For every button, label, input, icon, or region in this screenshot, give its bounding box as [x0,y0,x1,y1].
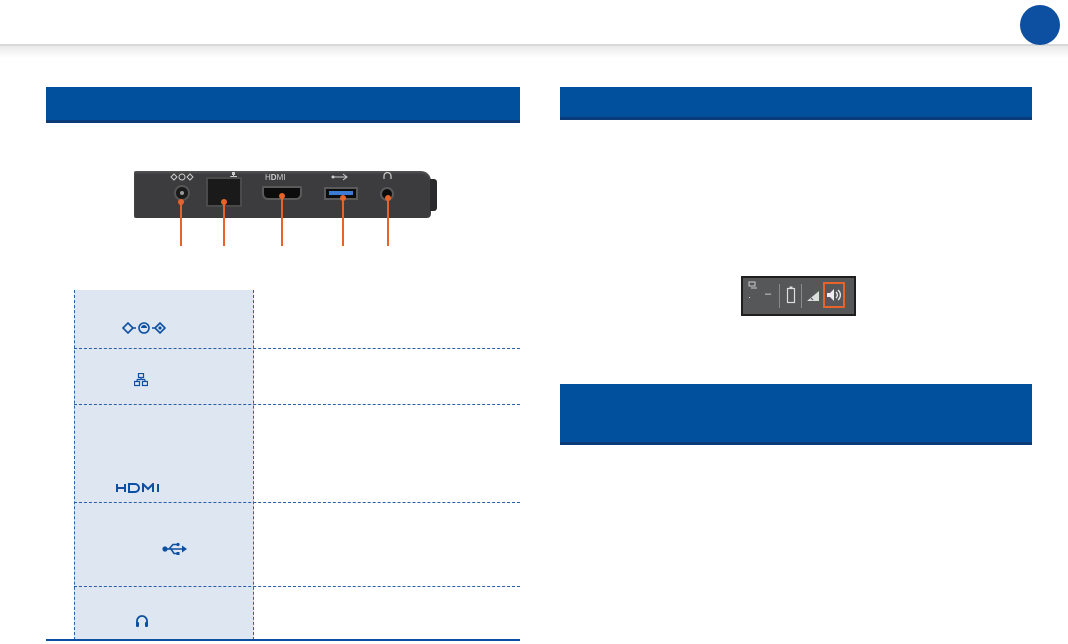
dc-power-icon [122,322,166,334]
hdmi-label: HDMI [265,173,286,182]
row-divider [74,586,520,587]
dc-label-icon [170,173,194,181]
signal-icon [807,291,819,301]
callout-line [387,198,389,246]
battery-icon [786,286,796,304]
tray-separator [801,284,802,308]
callout-line [281,196,283,246]
table-bottom-rule [46,639,520,641]
callout-line [180,202,182,246]
port-table [46,290,520,642]
headphone-icon [136,615,148,627]
network-icon [748,281,757,289]
usb-icon [162,542,187,555]
usb-label-icon [331,173,348,181]
tray-dash-icon: – [765,288,772,300]
lan-icon [134,373,148,387]
row-divider [74,404,520,405]
taskbar-tray: · – [741,276,856,316]
device-edge [430,179,437,211]
tray-separator [779,284,780,308]
speaker-icon [827,289,841,301]
chapter-badge [1020,5,1060,45]
icon-column [74,290,254,640]
tray-dot-icon: · [748,292,751,302]
header-divider [0,44,1068,58]
row-divider [74,348,520,349]
section-bar-left [46,87,520,123]
callout-line [342,198,344,246]
hdmi-icon [116,483,159,493]
speaker-highlight [823,282,845,308]
section-bar-right-top [560,87,1032,120]
headphone-label-icon [383,172,392,179]
callout-line [223,202,225,246]
row-divider [74,502,520,503]
section-bar-right-bottom [560,384,1032,445]
